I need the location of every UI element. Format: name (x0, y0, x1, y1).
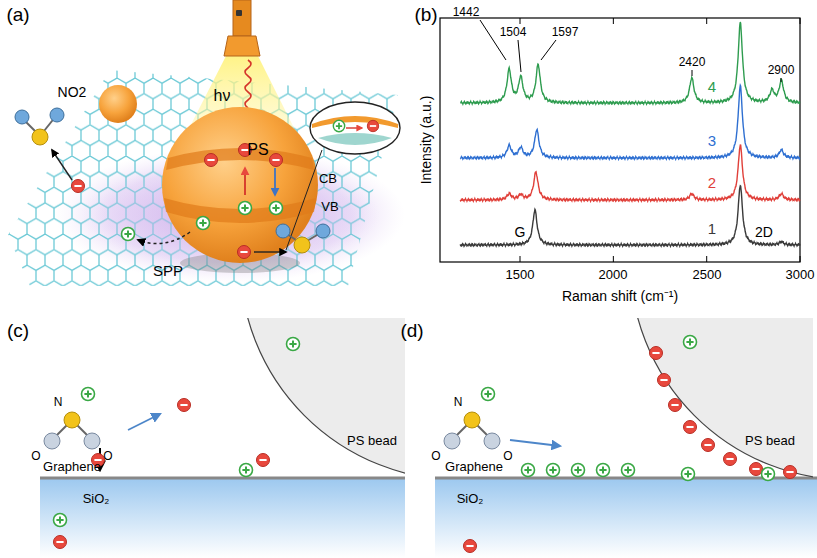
layer-label: Graphene (445, 460, 503, 473)
tick (520, 256, 521, 262)
peak-label: 2420 (679, 56, 706, 68)
layer-label: SiO₂ (83, 492, 110, 505)
bead-label: PS bead (347, 434, 397, 447)
tick (520, 18, 521, 24)
peak-pointer (518, 40, 521, 72)
panel-letter: (d) (400, 321, 423, 340)
tick (706, 18, 707, 24)
plasmon-label: SPP (153, 263, 183, 278)
raman-chart (440, 18, 800, 262)
molecule-label: NO2 (58, 85, 87, 99)
tick-label: 2000 (599, 268, 628, 281)
panel-letter: (a) (6, 5, 29, 24)
curve-number: 1 (708, 221, 716, 236)
panel-letter: (b) (414, 5, 437, 24)
curve-number: 2 (708, 175, 716, 190)
band-label: G (515, 225, 526, 239)
atom-label: N (454, 396, 463, 408)
tick (800, 256, 801, 262)
band-label: 2D (755, 225, 773, 239)
atom-label: O (503, 450, 512, 462)
photon-label: hν (214, 88, 231, 104)
bead-label: PS bead (745, 434, 795, 447)
peak-label: 2900 (768, 64, 795, 76)
atom-label: O (31, 450, 40, 462)
layer-label: SiO₂ (457, 492, 484, 505)
tick-label: 1500 (506, 268, 535, 281)
peak-pointer (541, 40, 556, 60)
atom-label: O (431, 450, 440, 462)
curve-number: 3 (708, 133, 716, 148)
atom-label: O (103, 450, 112, 462)
layer-label: Graphene (43, 460, 101, 473)
band-label: VB (321, 200, 338, 213)
panel-d-illustration (435, 40, 817, 558)
peak-pointer (781, 78, 782, 82)
tick-label: 2500 (693, 268, 722, 281)
axis-title: Intensity (a.u.) (419, 96, 433, 185)
raman-spectrum (460, 22, 800, 104)
peak-label: 1442 (453, 6, 480, 18)
panel-a-illustration (8, 0, 405, 286)
tick-label: 3000 (786, 268, 815, 281)
peak-pointer (692, 70, 693, 76)
tick (613, 18, 614, 24)
tick (706, 256, 707, 262)
axis-title: Raman shift (cm⁻¹) (562, 289, 678, 303)
atom-label: N (54, 396, 63, 408)
bead-label: PS (247, 142, 268, 158)
curve-number: 4 (708, 79, 716, 94)
tick (800, 18, 801, 24)
peak-label: 1504 (500, 26, 527, 38)
panel-letter: (c) (7, 321, 29, 340)
peak-label: 1597 (552, 26, 579, 38)
tick (613, 256, 614, 262)
band-label: CB (319, 172, 337, 185)
